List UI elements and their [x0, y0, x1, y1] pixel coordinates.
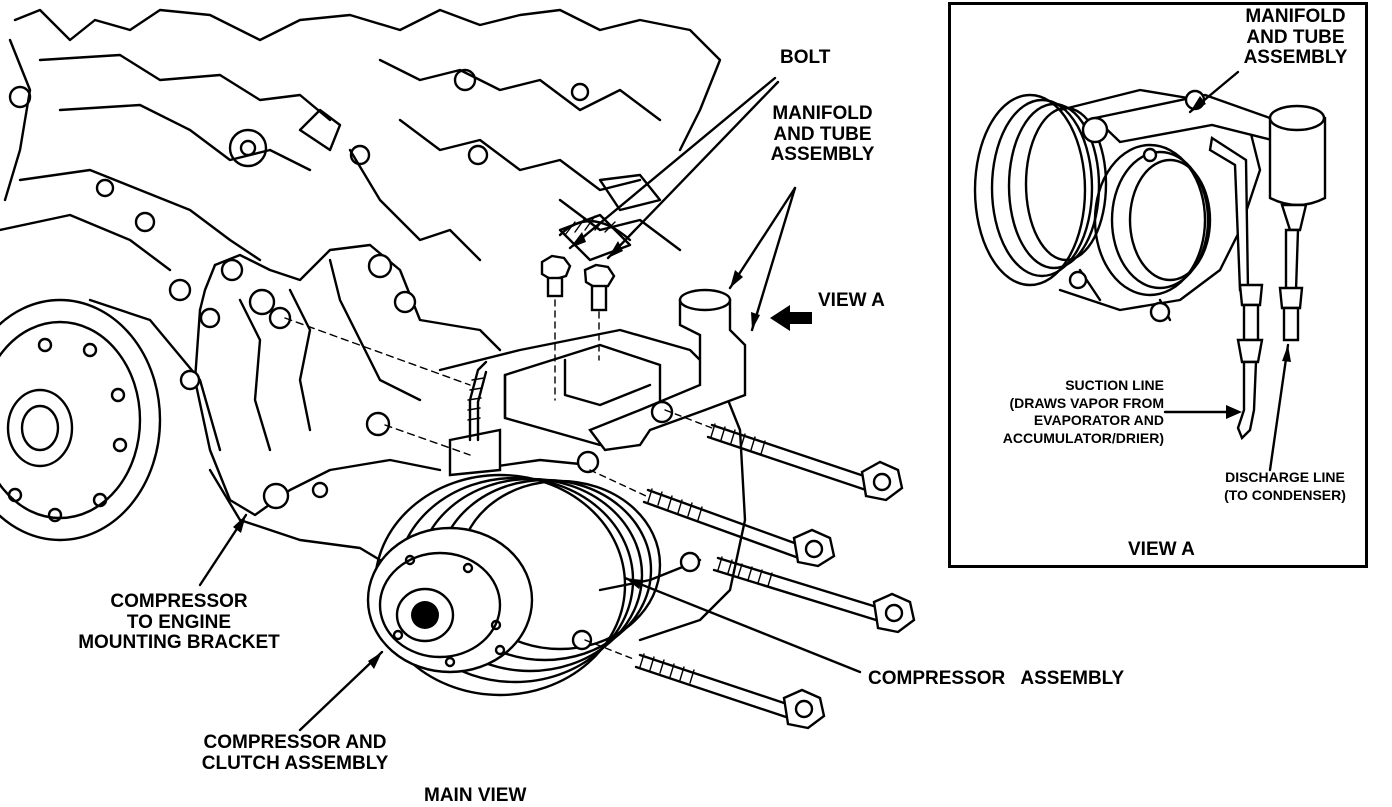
clutch-label-line-2: CLUTCH ASSEMBLY: [201, 752, 389, 774]
suction-line-2: (DRAWS VAPOR FROM: [1009, 394, 1164, 411]
vertical-bolts: [540, 254, 616, 401]
manifold-label-line-2: AND TUBE: [773, 123, 872, 145]
mounting-bracket: [179, 243, 502, 562]
suction-line-1: SUCTION LINE: [1065, 377, 1164, 393]
manifold-label-line-3: ASSEMBLY: [770, 144, 875, 166]
discharge-line-2: (TO CONDENSER): [1224, 486, 1346, 503]
view-a-arrow-label: VIEW A: [818, 290, 885, 311]
long-bolts: [284, 317, 916, 730]
bracket-label-line-3: MOUNTING BRACKET: [78, 632, 280, 654]
manifold-tube-assembly-label: MANIFOLD AND TUBE ASSEMBLY: [755, 103, 890, 166]
discharge-line-1: DISCHARGE LINE: [1225, 469, 1345, 485]
bracket-label-line-1: COMPRESSOR: [110, 591, 248, 612]
suction-line-4: ACCUMULATOR/DRIER): [1002, 429, 1164, 446]
inset-drawing: [973, 70, 1327, 472]
main-view-caption: MAIN VIEW: [424, 785, 527, 806]
clutch-label-line-1: COMPRESSOR AND: [203, 732, 387, 753]
engine-block: [0, 8, 722, 302]
compressor-assembly-label: COMPRESSOR ASSEMBLY: [868, 668, 1125, 689]
compressor-clutch-label: COMPRESSOR AND CLUTCH ASSEMBLY: [180, 732, 410, 774]
inset-manifold-line-2: AND TUBE: [1246, 26, 1345, 48]
inset-manifold-line-1: MANIFOLD: [1245, 6, 1346, 27]
leader-lines: [198, 76, 862, 732]
bolt-label: BOLT: [780, 47, 831, 68]
bracket-label-line-2: TO ENGINE: [126, 611, 232, 633]
suction-line-3: EVAPORATOR AND: [1033, 412, 1164, 428]
suction-line-label: SUCTION LINE (DRAWS VAPOR FROM EVAPORATO…: [966, 377, 1164, 447]
inset-manifold-line-3: ASSEMBLY: [1243, 47, 1348, 69]
manifold-label-line-1: MANIFOLD: [772, 103, 873, 124]
crankshaft-pulley: [0, 298, 222, 542]
compressor-bracket-label: COMPRESSOR TO ENGINE MOUNTING BRACKET: [58, 591, 300, 654]
inset-manifold-label: MANIFOLD AND TUBE ASSEMBLY: [1228, 6, 1363, 69]
view-a-arrow: [770, 305, 812, 331]
view-a-inset-frame: [948, 2, 1368, 568]
compressor-assembly: [366, 288, 747, 697]
inset-caption: VIEW A: [1128, 539, 1195, 560]
discharge-line-label: DISCHARGE LINE (TO CONDENSER): [1210, 469, 1360, 504]
